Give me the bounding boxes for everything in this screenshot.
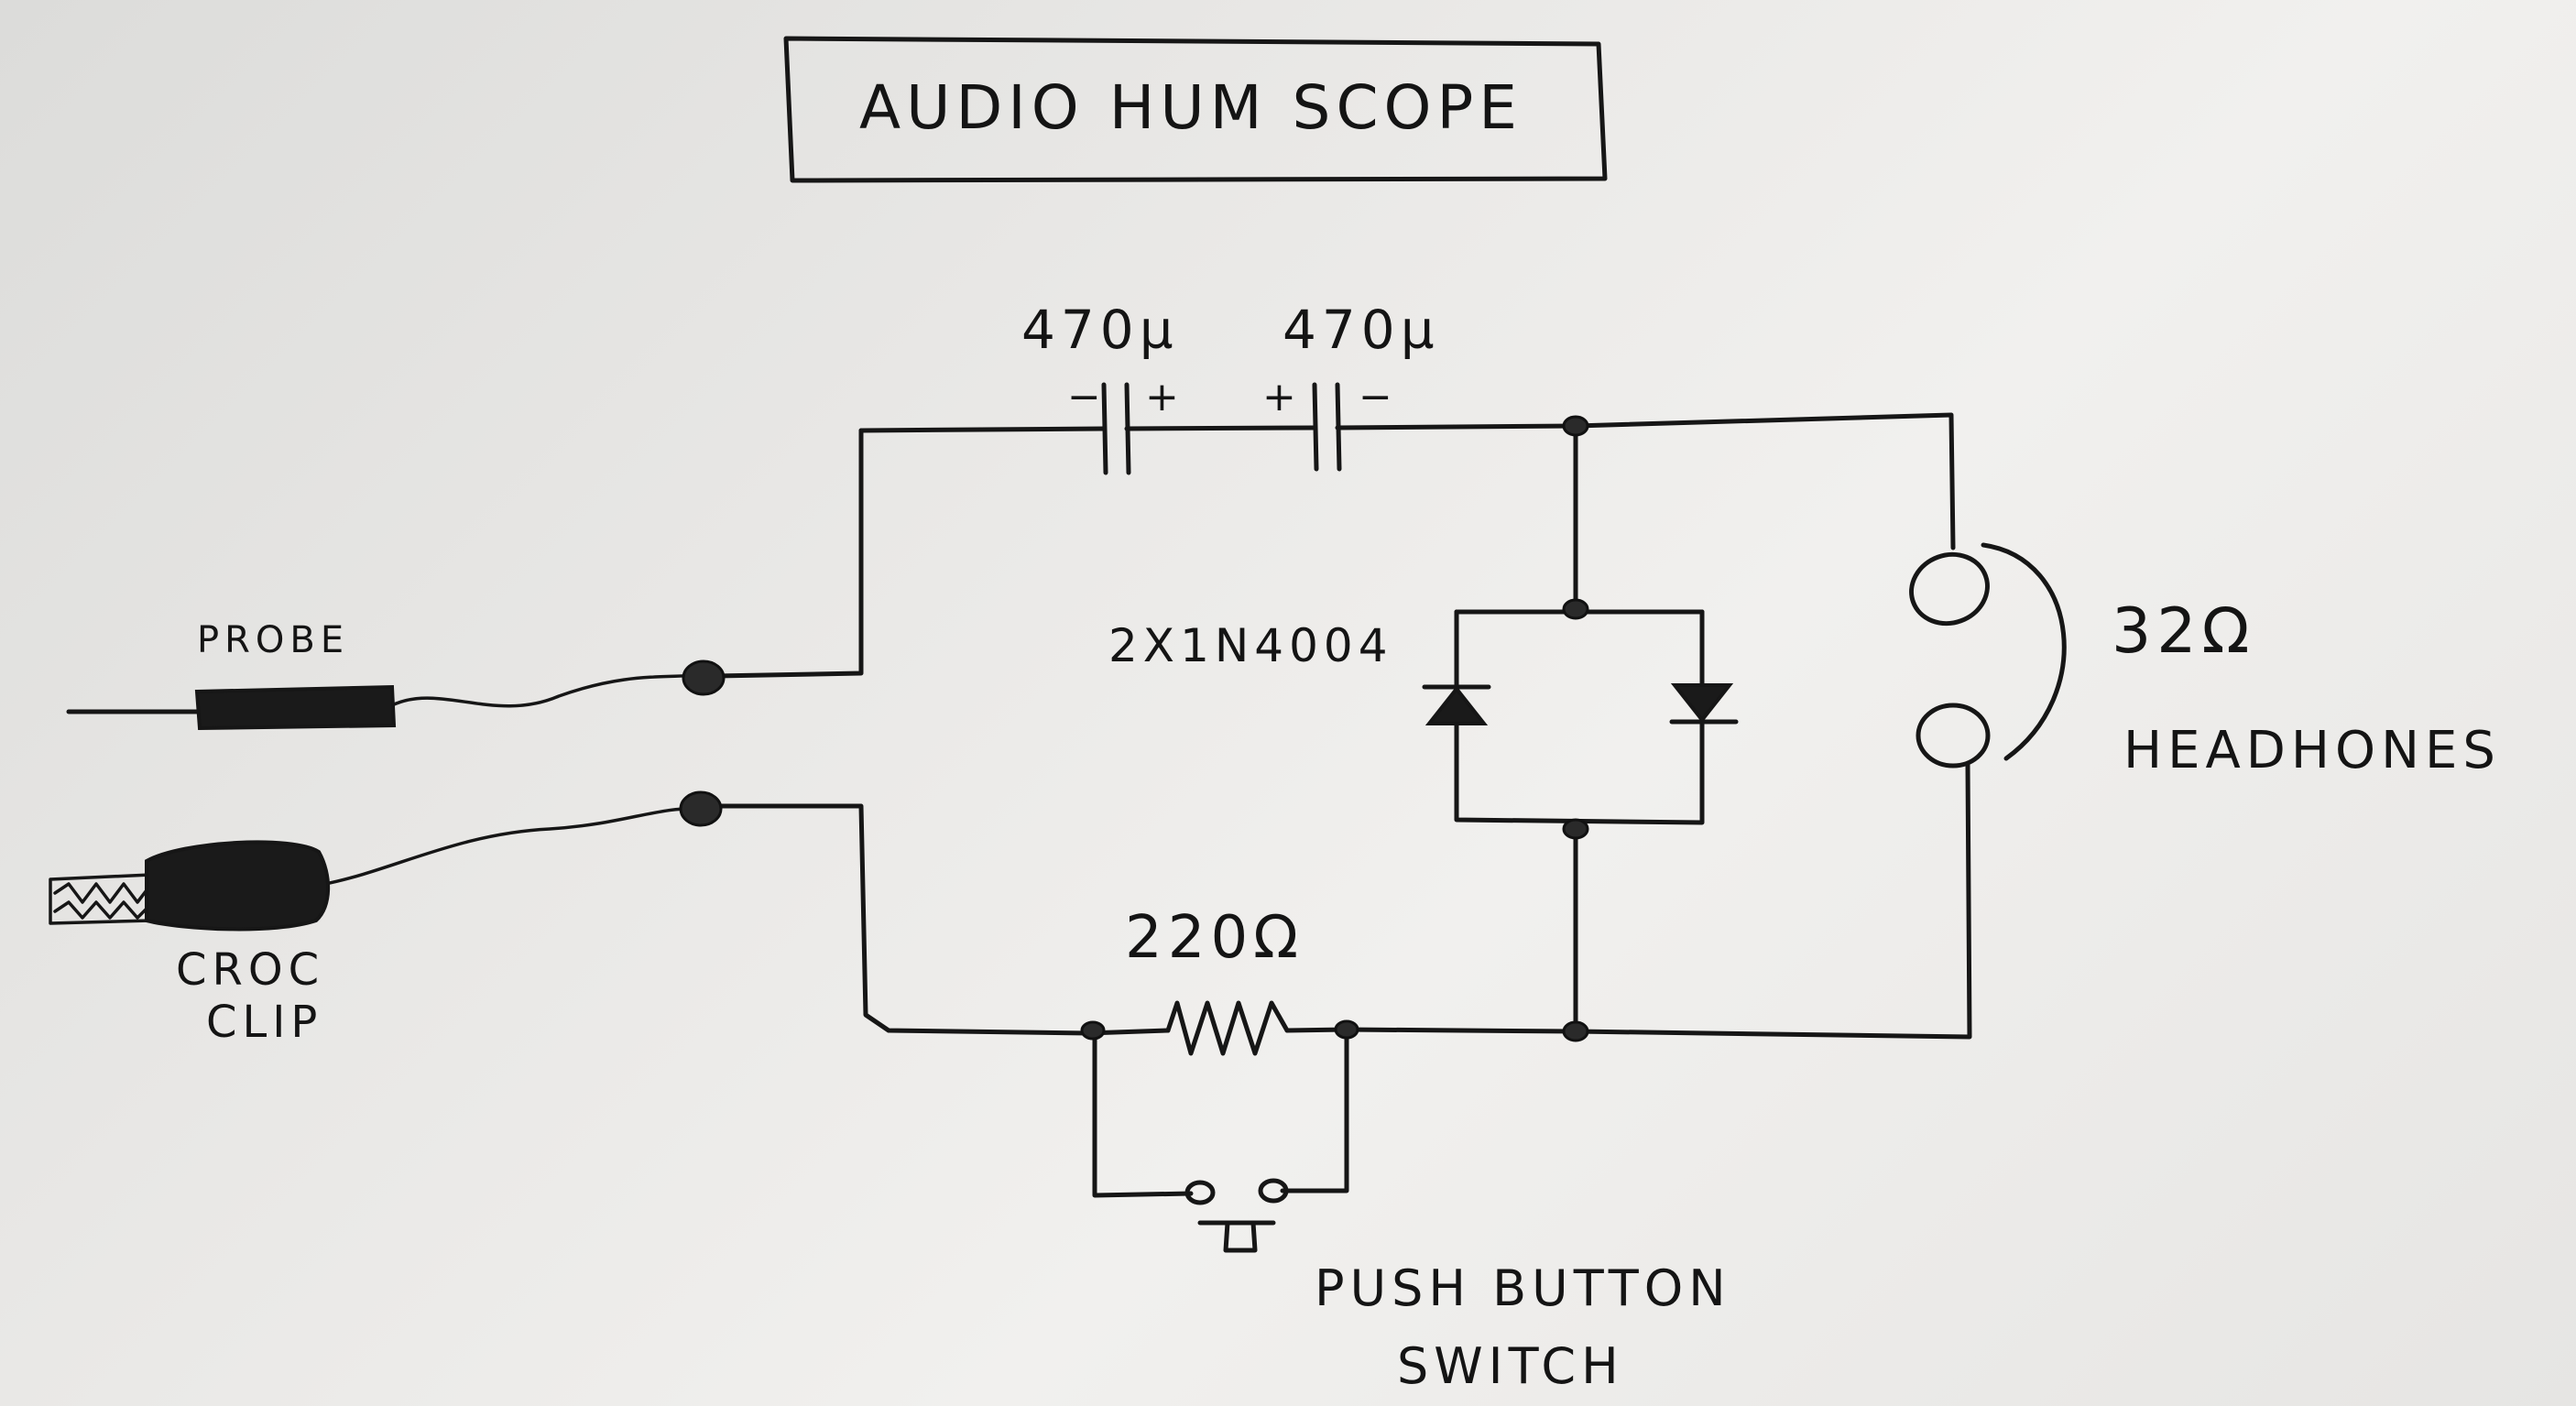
croc-clip: CROC CLIP bbox=[49, 840, 331, 1048]
probe: PROBE bbox=[66, 619, 397, 731]
diagram-title: AUDIO HUM SCOPE bbox=[859, 72, 1523, 143]
capacitor-1-plus: + bbox=[1145, 374, 1184, 420]
resistor: 220Ω bbox=[1125, 904, 1304, 1056]
junction-nodes bbox=[679, 415, 1589, 1042]
croc-clip-label-line1: CROC bbox=[176, 944, 324, 996]
headphones-impedance: 32Ω bbox=[2112, 595, 2255, 668]
headphones: 32Ω HEADHONES bbox=[1909, 542, 2501, 780]
capacitor-2-plus: + bbox=[1262, 374, 1302, 420]
croc-node bbox=[679, 790, 723, 827]
node-bottom-right bbox=[1562, 1020, 1589, 1042]
capacitor-1-value: 470µ bbox=[1021, 299, 1179, 361]
push-button-switch: PUSH BUTTON SWITCH bbox=[1184, 1178, 1731, 1395]
probe-node bbox=[682, 659, 726, 696]
diodes: 2X1N4004 bbox=[1108, 619, 1739, 725]
node-resistor-right bbox=[1334, 1019, 1359, 1040]
capacitor-2-minus: − bbox=[1359, 374, 1398, 420]
resistor-value: 220Ω bbox=[1125, 904, 1304, 972]
capacitor-1-minus: − bbox=[1067, 374, 1107, 420]
node-resistor-left bbox=[1080, 1020, 1106, 1041]
capacitor-1: 470µ − + bbox=[1021, 299, 1184, 475]
diodes-label: 2X1N4004 bbox=[1108, 619, 1393, 672]
switch-label-line2: SWITCH bbox=[1397, 1337, 1624, 1395]
capacitor-2: 470µ + − bbox=[1262, 299, 1440, 472]
wiring bbox=[323, 412, 1972, 1198]
node-diode-bottom bbox=[1562, 818, 1589, 840]
headphones-label: HEADHONES bbox=[2123, 721, 2501, 780]
capacitor-2-value: 470µ bbox=[1283, 299, 1440, 361]
croc-clip-label-line2: CLIP bbox=[206, 997, 322, 1048]
node-top-right bbox=[1562, 415, 1589, 437]
switch-label-line1: PUSH BUTTON bbox=[1315, 1259, 1731, 1317]
title-box: AUDIO HUM SCOPE bbox=[783, 36, 1608, 183]
node-diode-top bbox=[1562, 598, 1589, 620]
probe-label: PROBE bbox=[197, 619, 349, 661]
